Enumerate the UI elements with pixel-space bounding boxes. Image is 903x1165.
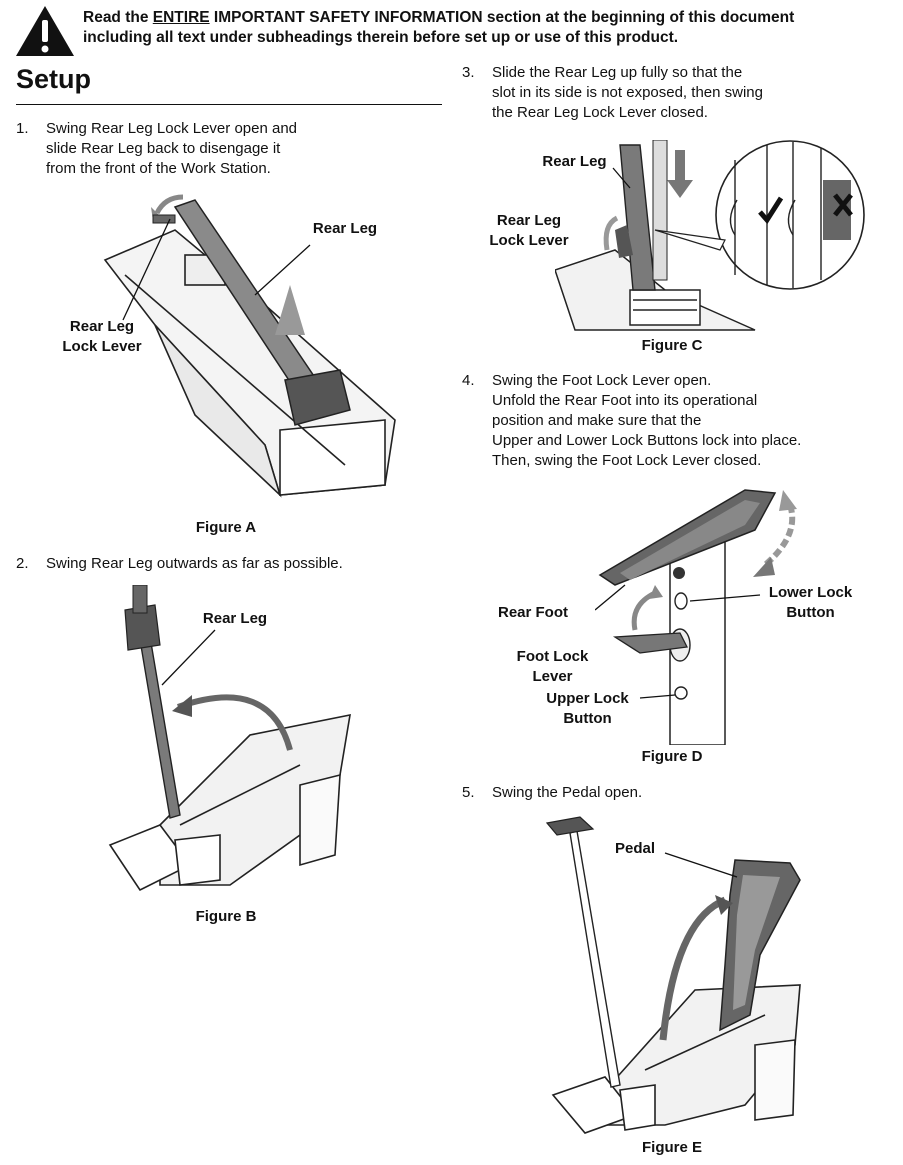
figure-b-illustration <box>108 585 351 892</box>
figure-c-illustration <box>555 140 865 331</box>
figure-a-callout-rear-leg: Rear Leg <box>312 220 378 237</box>
figure-c-callout-lock-lever: Rear Leg Lock Lever <box>489 212 569 249</box>
figure-b-callout-rear-leg: Rear Leg <box>202 610 268 627</box>
figure-d-callout-rear-foot: Rear Foot <box>497 604 568 621</box>
figure-e-illustration <box>545 816 801 1134</box>
figure-e-caption: Figure E <box>641 1139 702 1156</box>
section-title: Setup <box>16 64 92 94</box>
figure-a-illustration <box>103 194 396 498</box>
figure-c-callout-rear-leg: Rear Leg <box>542 153 607 170</box>
figure-b-caption: Figure B <box>195 908 257 925</box>
title-rule <box>16 104 442 105</box>
step-3: 3.Slide the Rear Leg up fully so that th… <box>462 64 763 121</box>
step-5: 5.Swing the Pedal open. <box>462 784 643 801</box>
safety-warning: Read the ENTIRE IMPORTANT SAFETY INFORMA… <box>83 9 795 46</box>
figure-a-callout-lock-lever: Rear Leg Lock Lever <box>62 318 142 355</box>
figure-d-caption: Figure D <box>641 748 703 765</box>
figure-a-caption: Figure A <box>195 519 257 536</box>
figure-d-callout-lower-lock-button: Lower Lock Button <box>768 584 853 621</box>
figure-d-callout-upper-lock-button: Upper Lock Button <box>546 690 629 727</box>
step-2: 2.Swing Rear Leg outwards as far as poss… <box>16 555 343 572</box>
step-4: 4.Swing the Foot Lock Lever open. Unfold… <box>462 372 802 469</box>
figure-c-caption: Figure C <box>641 337 703 354</box>
step-1: 1.Swing Rear Leg Lock Lever open and sli… <box>16 120 298 177</box>
figure-e-callout-pedal: Pedal <box>614 840 656 857</box>
figure-d-illustration <box>595 489 797 745</box>
figure-d-callout-foot-lock-lever: Foot Lock Lever <box>516 648 589 685</box>
warning-icon <box>16 6 74 56</box>
underlined-word: ENTIRE <box>152 9 210 26</box>
